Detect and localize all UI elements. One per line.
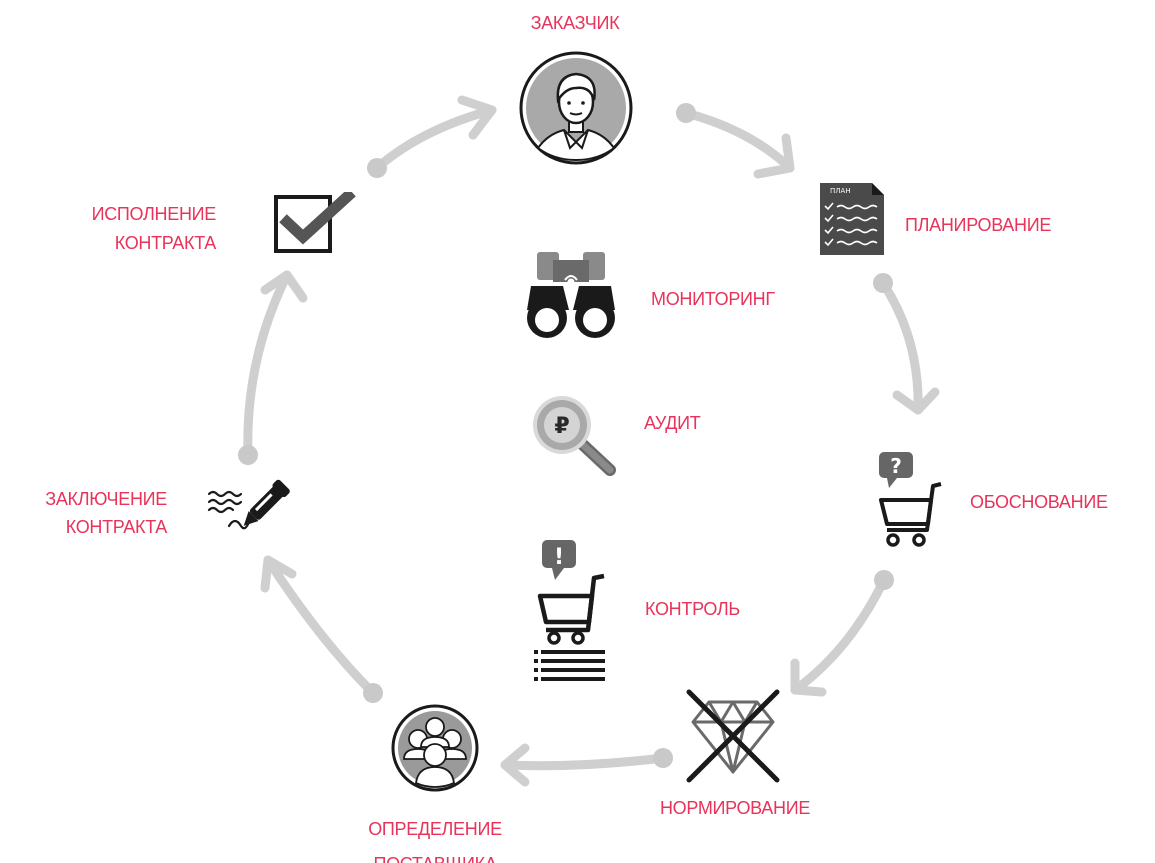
monitoring-label-text: МОНИТОРИНГ [651,289,775,309]
conclusion-label-line2: КОНТРАКТА [65,517,168,537]
arrow-justification-to-rationing [790,575,889,695]
magnifier-ruble-icon: ₽ [533,396,616,476]
supplier-label-line1: ОПРЕДЕЛЕНИЕ [368,819,502,839]
customer-label: ЗАКАЗЧИК [480,12,670,35]
svg-text:?: ? [890,454,902,478]
arrow-head-customer [457,95,497,140]
binoculars-icon [527,252,615,338]
arrow-supplier-to-conclusion [263,555,378,698]
arrow-planning-to-justification [878,278,923,415]
svg-text:!: ! [554,545,564,570]
arrow-customer-to-planning [681,108,795,173]
execution-label: ИСПОЛНЕНИЕ КОНТРАКТА [20,203,217,255]
pen-signature-icon [207,479,290,530]
arrow-head-planning [753,133,795,179]
execution-label-line1: ИСПОЛНЕНИЕ [91,204,217,224]
cart-question-icon: ? [879,452,942,547]
planning-label: ПЛАНИРОВАНИЕ [905,214,1051,237]
checkbox-icon [274,192,356,253]
arrow-start-dot [874,570,894,590]
conclusion-label: ЗАКЛЮЧЕНИЕ КОНТРАКТА [0,488,167,539]
arrow-conclusion-to-execution [243,270,292,460]
arrow-head-conclusion [260,555,297,593]
arrow-execution-to-customer [372,105,497,173]
rationing-label-text: НОРМИРОВАНИЕ [659,798,811,818]
justification-label-text: ОБОСНОВАНИЕ [970,492,1108,512]
crossed-diamond-icon [686,689,780,783]
plan-document-icon: ПЛАН [820,183,884,255]
arrow-rationing-to-supplier [500,753,668,771]
supplier-label: ОПРЕДЕЛЕНИЕ ПОСТАВЩИКА [320,818,550,863]
supplier-label-line2: ПОСТАВЩИКА [320,853,550,863]
arrow-head-justification [892,387,940,415]
group-circle-icon [391,704,479,792]
audit-currency-symbol: ₽ [554,414,569,439]
cart-exclamation-list-icon: ! [534,540,605,681]
arrow-start-dot [676,103,696,123]
control-label: КОНТРОЛЬ [645,598,740,621]
arrow-head-execution [260,270,308,303]
conclusion-label-line1: ЗАКЛЮЧЕНИЕ [45,489,167,509]
monitoring-label: МОНИТОРИНГ [651,288,775,311]
customer-label-text: ЗАКАЗЧИК [530,13,620,33]
rationing-label: НОРМИРОВАНИЕ [620,797,850,820]
audit-label: АУДИТ [644,412,701,435]
justification-label: ОБОСНОВАНИЕ [970,491,1108,514]
arrow-head-rationing [790,658,827,697]
arrow-start-dot [873,273,893,293]
arrow-head-supplier [500,743,530,787]
arrow-start-dot [238,445,258,465]
planning-label-text: ПЛАНИРОВАНИЕ [905,215,1052,235]
arrow-start-dot [653,748,673,768]
audit-label-text: АУДИТ [644,413,701,433]
arrow-start-dot [367,158,387,178]
person-circle-icon [519,51,633,165]
plan-doc-header: ПЛАН [830,187,851,195]
execution-label-line2: КОНТРАКТА [114,233,217,253]
control-label-text: КОНТРОЛЬ [645,599,740,619]
arrow-start-dot [363,683,383,703]
